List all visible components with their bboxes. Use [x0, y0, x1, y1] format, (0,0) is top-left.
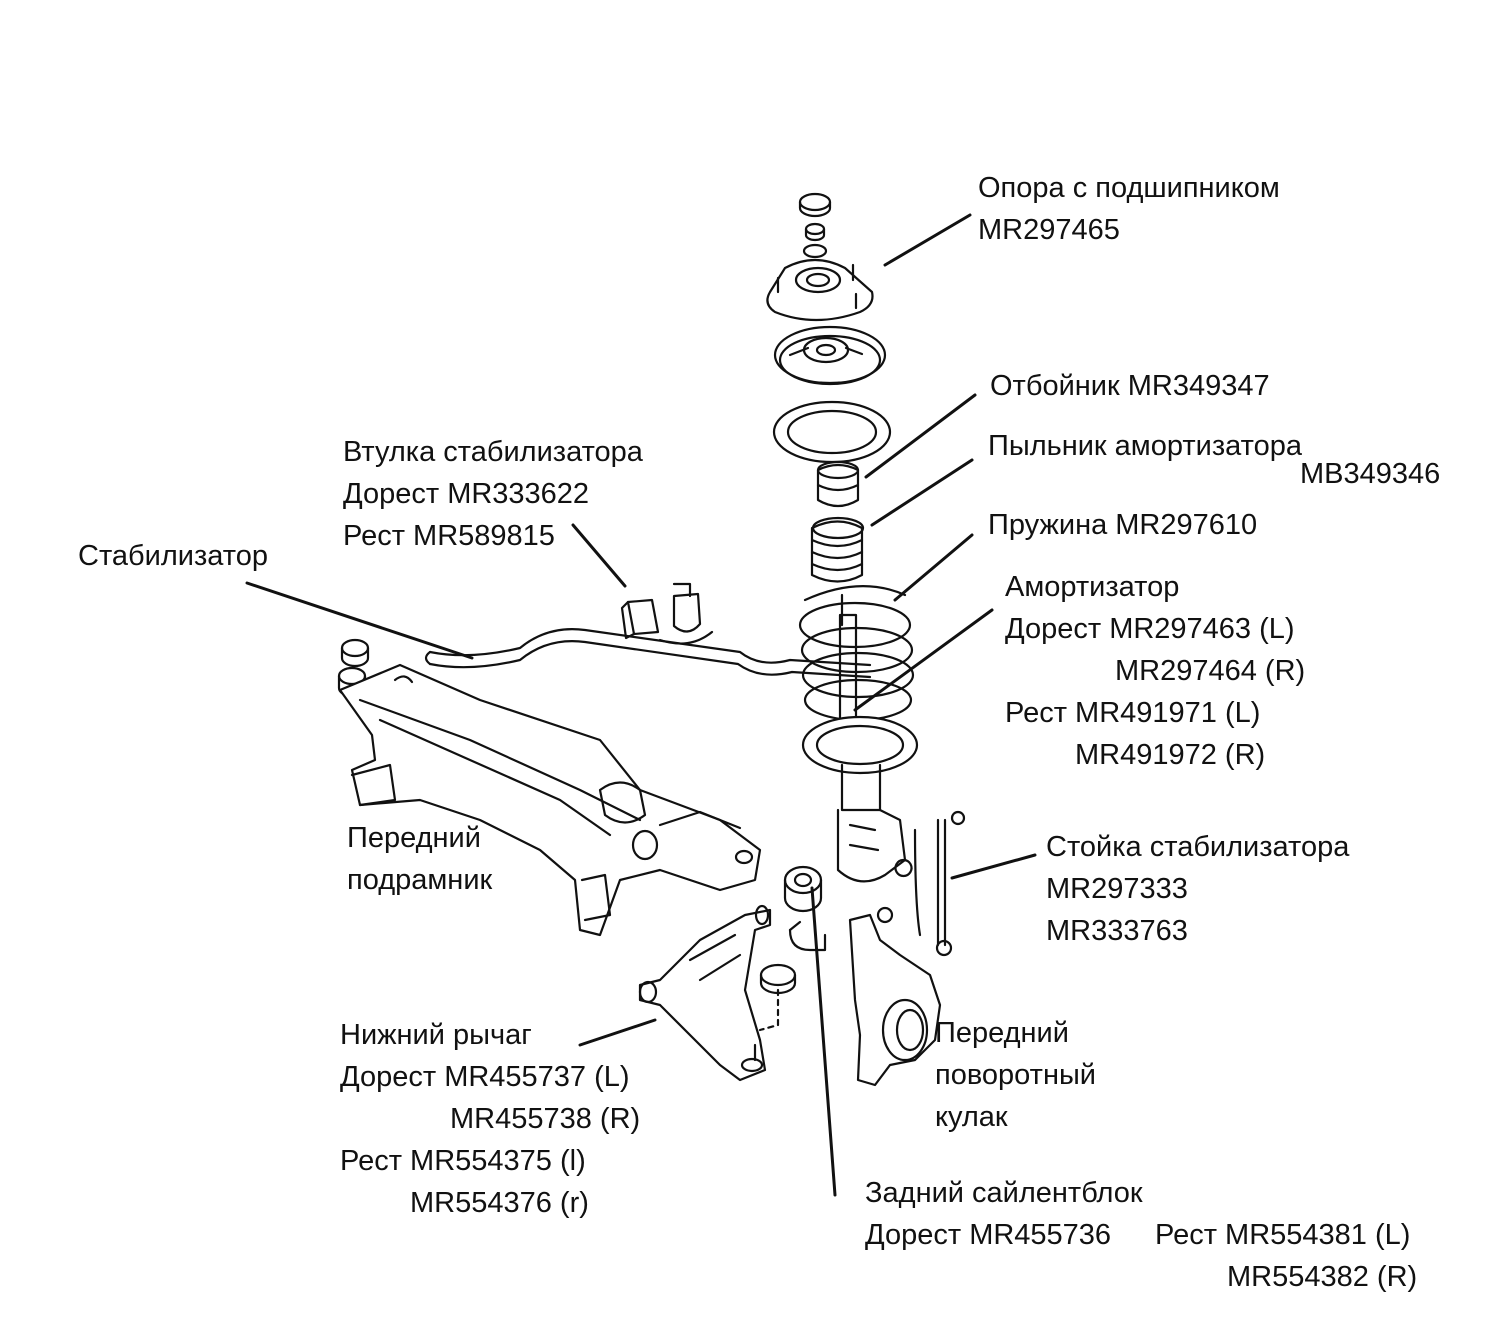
stabilizer-link: [894, 810, 966, 957]
rear-bushing-rest-r: MR554382 (R): [1227, 1261, 1418, 1293]
label-steering-knuckle: Передний поворотный кулак: [935, 1012, 1096, 1138]
strut-mount: [766, 258, 874, 322]
lower-arm-rest: Рест MR554375 (l): [340, 1145, 586, 1177]
label-shock-absorber: Амортизатор Дорест MR297463 (L) MR297464…: [1005, 566, 1305, 776]
knuckle-line2: поворотный: [935, 1059, 1097, 1091]
stabilizer-bar: [424, 628, 872, 679]
label-stabilizer-bushing: Втулка стабилизатора Дорест MR333622 Рес…: [343, 431, 643, 557]
label-stabilizer: Стабилизатор: [78, 535, 268, 577]
lower-arm-rest-r: MR554376 (r): [410, 1187, 589, 1219]
knuckle-line1: Передний: [935, 1017, 1069, 1049]
label-bump-stop: Отбойник MR349347: [990, 365, 1270, 407]
label-coil-spring: Пружина MR297610: [988, 504, 1257, 546]
stab-link-part1: MR297333: [1046, 873, 1188, 905]
dust-boot-part: MB349346: [1300, 458, 1441, 490]
front-subframe: [337, 638, 762, 937]
bump-stop-part: MR349347: [1127, 370, 1270, 402]
rear-bushing-rest: Рест MR554381 (L): [1155, 1219, 1411, 1251]
label-stabilizer-link: Стойка стабилизатора MR297333 MR333763: [1046, 826, 1349, 952]
label-dust-boot: Пыльник амортизатора: [988, 425, 1302, 467]
shock-predorest: Дорест MR297463 (L): [1005, 613, 1295, 645]
steering-knuckle: [848, 906, 942, 1087]
strut-mount-name: Опора с подшипником: [978, 172, 1280, 204]
lower-arm-name: Нижний рычаг: [340, 1019, 532, 1051]
label-strut-mount: Опора с подшипником MR297465: [978, 167, 1280, 251]
subframe-line1: Передний: [347, 822, 481, 854]
label-front-subframe: Передний подрамник: [347, 817, 492, 901]
label-lower-arm: Нижний рычаг Дорест MR455737 (L) MR45573…: [340, 1014, 640, 1224]
lower-arm-predorest: Дорест MR455737 (L): [340, 1061, 630, 1093]
knuckle-line3: кулак: [935, 1101, 1008, 1133]
leader-lines: [245, 213, 1037, 1197]
strut-mount-part: MR297465: [978, 214, 1120, 246]
strut-top-nut: [798, 192, 832, 259]
stab-link-part2: MR333763: [1046, 915, 1188, 947]
shock-absorber: [801, 613, 919, 883]
dust-boot: [810, 516, 865, 583]
spring-insulator: [772, 400, 892, 464]
stab-bushing-predorest: Дорест MR333622: [343, 478, 590, 510]
stab-bushing-name: Втулка стабилизатора: [343, 436, 643, 468]
bump-stop: [816, 460, 860, 508]
stabilizer-name: Стабилизатор: [78, 540, 268, 572]
rear-bushing-part: [783, 865, 827, 952]
shock-rest: Рест MR491971 (L): [1005, 697, 1261, 729]
rear-bushing-name: Задний сайлентблок: [865, 1177, 1143, 1209]
stab-bushing-rest: Рест MR589815: [343, 520, 555, 552]
shock-rest-r: MR491972 (R): [1075, 739, 1266, 771]
stabilizer-bushing-parts: [620, 582, 714, 645]
spring-seat-upper: [773, 325, 887, 386]
label-rear-bushing-rest: Рест MR554381 (L) MR554382 (R): [1155, 1214, 1417, 1298]
shock-name: Амортизатор: [1005, 571, 1180, 603]
lower-arm-predorest-r: MR455738 (R): [450, 1103, 641, 1135]
label-rear-bushing: Задний сайлентблок Дорест MR455736: [865, 1172, 1143, 1256]
subframe-line2: подрамник: [347, 864, 493, 896]
lower-arm: [638, 904, 797, 1082]
bump-stop-name: Отбойник: [990, 370, 1120, 402]
stab-link-name: Стойка стабилизатора: [1046, 831, 1350, 863]
coil-spring-name: Пружина MR297610: [988, 509, 1258, 541]
shock-predorest-r: MR297464 (R): [1115, 655, 1306, 687]
rear-bushing-predorest: Дорест MR455736: [865, 1219, 1112, 1251]
dust-boot-name: Пыльник амортизатора: [988, 430, 1302, 462]
label-dust-boot-part: MB349346: [1300, 453, 1440, 495]
